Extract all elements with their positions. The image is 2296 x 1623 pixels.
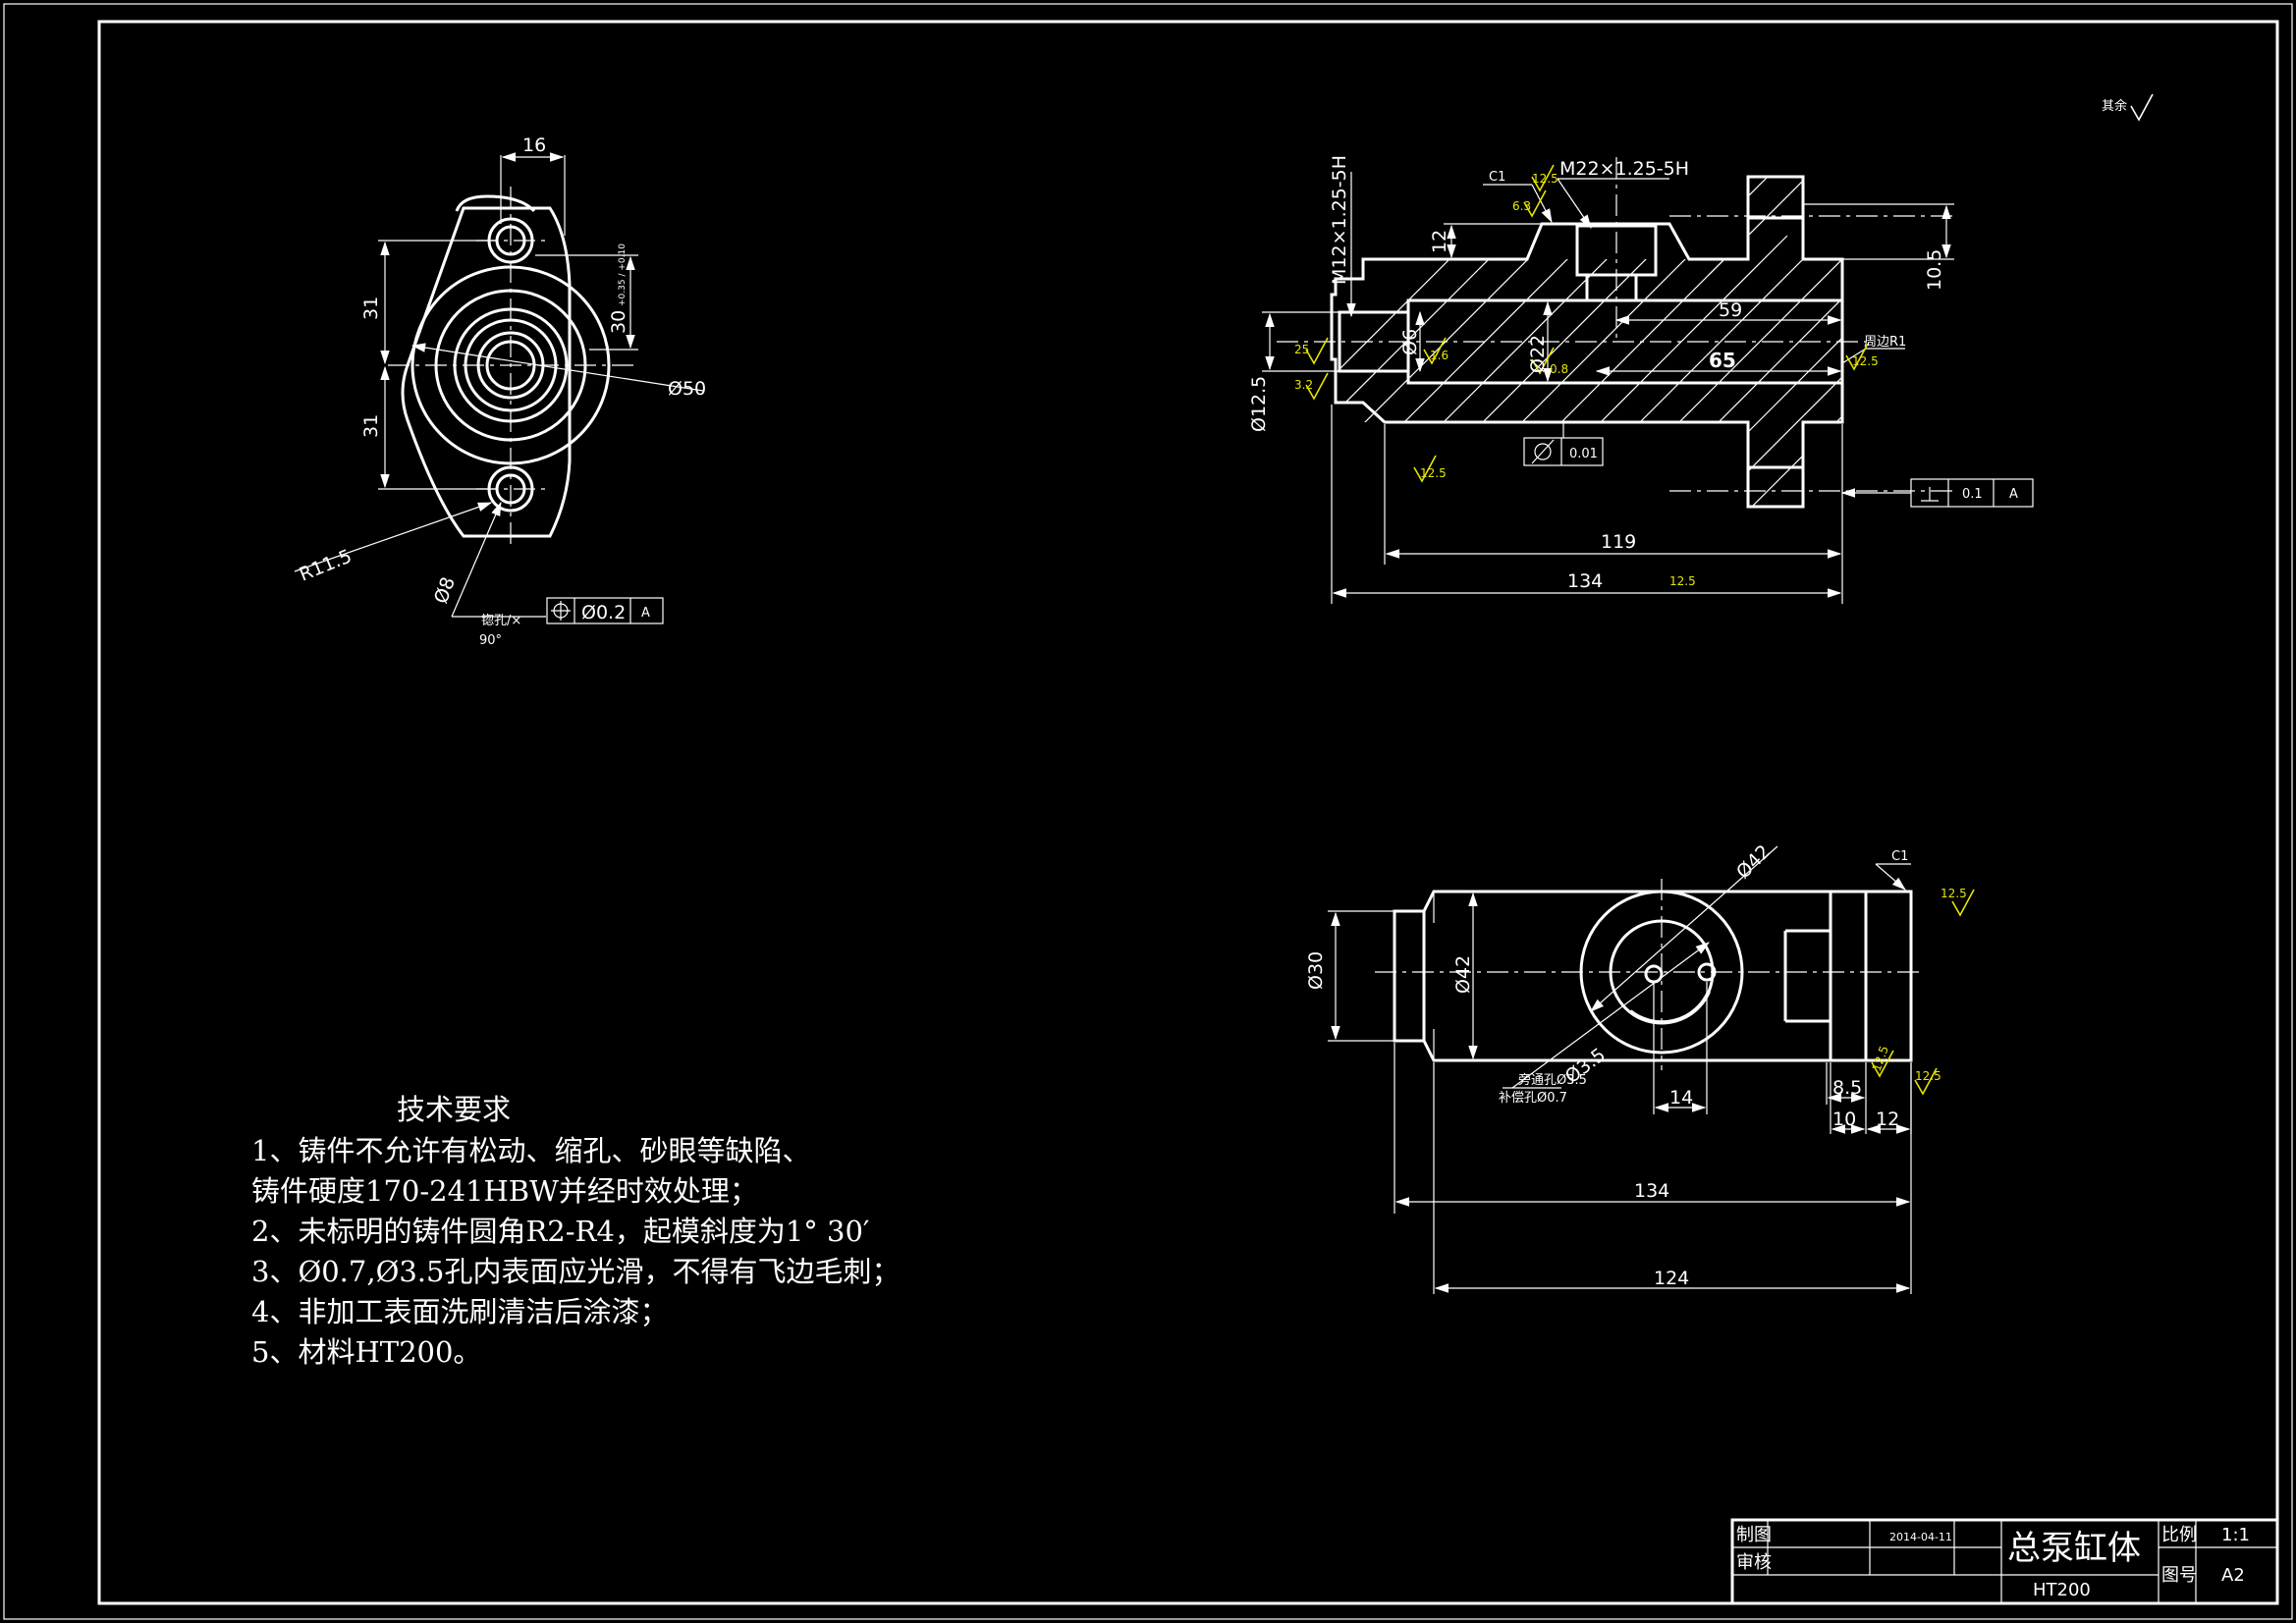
bot-dim-dia42-leader: Ø42 bbox=[1732, 840, 1775, 883]
left-dim-dia50: Ø50 bbox=[668, 378, 706, 400]
left-dim-31-top: 31 bbox=[360, 297, 382, 320]
left-note-chamfer: 锪孔/× bbox=[481, 613, 521, 628]
sec-perp-datum: A bbox=[2009, 487, 2018, 502]
bot-note-hole1: 补偿孔Ø0.7 bbox=[1499, 1091, 1567, 1106]
sec-dim-10-5: 10.5 bbox=[1924, 249, 1945, 291]
left-note-angle: 90° bbox=[479, 633, 502, 648]
bot-dim-14: 14 bbox=[1669, 1087, 1693, 1109]
tech-line-4: 3、Ø0.7,Ø3.5孔内表面应光滑，不得有飞边毛刺； bbox=[251, 1255, 900, 1288]
sec-rough-1-6: 1.6 bbox=[1430, 349, 1449, 362]
sec-rough-3-2: 3.2 bbox=[1294, 378, 1313, 392]
left-dim-31-bottom: 31 bbox=[360, 414, 382, 438]
tech-line-2: 铸件硬度170-241HBW并经时效处理； bbox=[251, 1174, 758, 1208]
bot-dim-dia30: Ø30 bbox=[1305, 951, 1327, 990]
sec-dim-59: 59 bbox=[1719, 299, 1742, 321]
sec-dim-65: 65 bbox=[1709, 349, 1736, 372]
sheet-outer-border bbox=[3, 3, 2293, 1620]
sec-rough-12-5d: 12.5 bbox=[1669, 574, 1696, 588]
sec-dim-dia12-5: Ø12.5 bbox=[1248, 376, 1270, 432]
tech-title: 技术要求 bbox=[397, 1093, 511, 1126]
tb-drawing-no-label: 图号 bbox=[2161, 1565, 2197, 1586]
sec-cyl-tol: 0.01 bbox=[1569, 447, 1598, 461]
bot-dim-10: 10 bbox=[1832, 1109, 1856, 1130]
sec-dim-134: 134 bbox=[1567, 570, 1603, 592]
bottom-view-body bbox=[1328, 845, 1975, 1294]
sec-rough-12-5a: 12.5 bbox=[1532, 172, 1558, 186]
bot-dim-12: 12 bbox=[1876, 1109, 1899, 1130]
bot-rough-12-5c: 12.5 bbox=[1870, 1044, 1891, 1073]
sec-dim-12: 12 bbox=[1429, 230, 1450, 253]
tb-checked-label: 审核 bbox=[1736, 1552, 1772, 1573]
sec-rough-12-5c: 12.5 bbox=[1420, 466, 1447, 480]
tb-scale-value: 1:1 bbox=[2221, 1525, 2250, 1545]
left-view-flange bbox=[294, 152, 704, 624]
tech-line-5: 4、非加工表面洗刷清洁后涂漆； bbox=[251, 1295, 668, 1328]
left-dim-30: 30 bbox=[608, 310, 629, 334]
tb-drawn-label: 制图 bbox=[1736, 1525, 1772, 1545]
left-position-tol: Ø0.2 bbox=[581, 602, 626, 623]
bot-chamfer-c1: C1 bbox=[1891, 849, 1908, 864]
bot-dim-124: 124 bbox=[1654, 1268, 1689, 1289]
tech-requirements: 技术要求 1、铸件不允许有松动、缩孔、砂眼等缺陷、 铸件硬度170-241HBW… bbox=[251, 1093, 900, 1369]
sec-chamfer-c1: C1 bbox=[1489, 170, 1505, 185]
general-roughness-note: 其余 bbox=[2102, 98, 2127, 114]
bot-dim-8-5: 8.5 bbox=[1832, 1077, 1862, 1099]
tb-drawing-no-value: A2 bbox=[2221, 1565, 2245, 1586]
tech-line-1: 1、铸件不允许有松动、缩孔、砂眼等缺陷、 bbox=[251, 1134, 810, 1167]
tb-scale-label: 比例 bbox=[2161, 1525, 2197, 1545]
sec-rough-6-3: 6.3 bbox=[1512, 199, 1531, 213]
hatch-lines bbox=[1332, 177, 1842, 507]
sec-dim-dia6: Ø6 bbox=[1399, 329, 1421, 355]
tb-part-name: 总泵缸体 bbox=[2007, 1529, 2141, 1568]
bot-rough-12-5: 12.5 bbox=[1941, 887, 1967, 900]
bot-rough-12-5b: 12.5 bbox=[1915, 1069, 1941, 1083]
sec-dim-dia22: Ø22 bbox=[1527, 335, 1549, 373]
tb-material: HT200 bbox=[2033, 1580, 2091, 1600]
sec-dim-119: 119 bbox=[1601, 531, 1636, 553]
sec-thread-m22: M22×1.25-5H bbox=[1559, 158, 1689, 180]
sec-perp-tol: 0.1 bbox=[1962, 487, 1983, 502]
left-position-datum: A bbox=[641, 606, 650, 621]
left-dim-r11-5: R11.5 bbox=[297, 545, 355, 585]
sec-fillet-note: 周边R1 bbox=[1864, 335, 1906, 350]
left-dim-30-tol: +0.35 / +0.10 bbox=[618, 243, 628, 306]
tech-line-6: 5、材料HT200。 bbox=[251, 1335, 481, 1369]
left-dim-16: 16 bbox=[522, 135, 546, 156]
sec-rough-0-8: 0.8 bbox=[1550, 362, 1568, 376]
tb-date: 2014-04-11 bbox=[1889, 1531, 1952, 1543]
title-block bbox=[1730, 1518, 2279, 1605]
section-view-body bbox=[1262, 93, 2154, 604]
tech-line-3: 2、未标明的铸件圆角R2-R4，起模斜度为1° 30′ bbox=[251, 1215, 869, 1248]
sec-rough-25: 25 bbox=[1294, 343, 1309, 356]
sheet-inner-border bbox=[97, 20, 2279, 1605]
left-dim-dia8: Ø8 bbox=[430, 574, 460, 607]
sec-thread-m12: M12×1.25-5H bbox=[1329, 155, 1350, 285]
bot-note-hole2: 旁通孔Ø3.5 bbox=[1518, 1072, 1587, 1088]
bot-dim-dia42: Ø42 bbox=[1452, 955, 1474, 994]
bot-dim-134: 134 bbox=[1634, 1180, 1669, 1202]
sec-rough-12-5b: 12.5 bbox=[1852, 354, 1879, 368]
